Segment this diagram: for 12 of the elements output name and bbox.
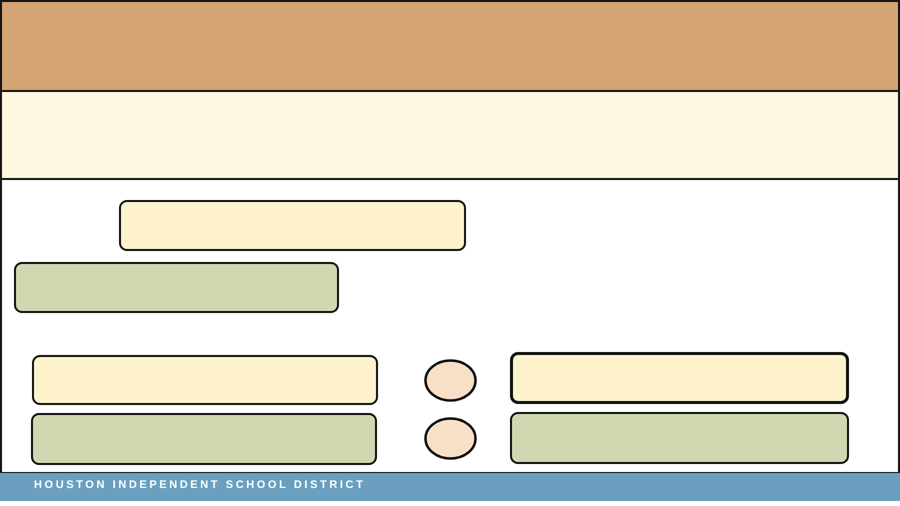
rounded-panel [31,413,377,465]
district-name: HOUSTON INDEPENDENT SCHOOL DISTRICT [34,478,366,492]
footer-band [0,473,900,501]
header-band [0,0,900,92]
subheader-band [0,90,900,180]
rounded-panel [119,200,466,251]
oval-icon [424,417,477,460]
rounded-panel [510,412,849,464]
rounded-panel [510,352,849,404]
oval-icon [424,359,477,402]
rounded-panel [32,355,378,405]
rounded-panel [14,262,339,313]
